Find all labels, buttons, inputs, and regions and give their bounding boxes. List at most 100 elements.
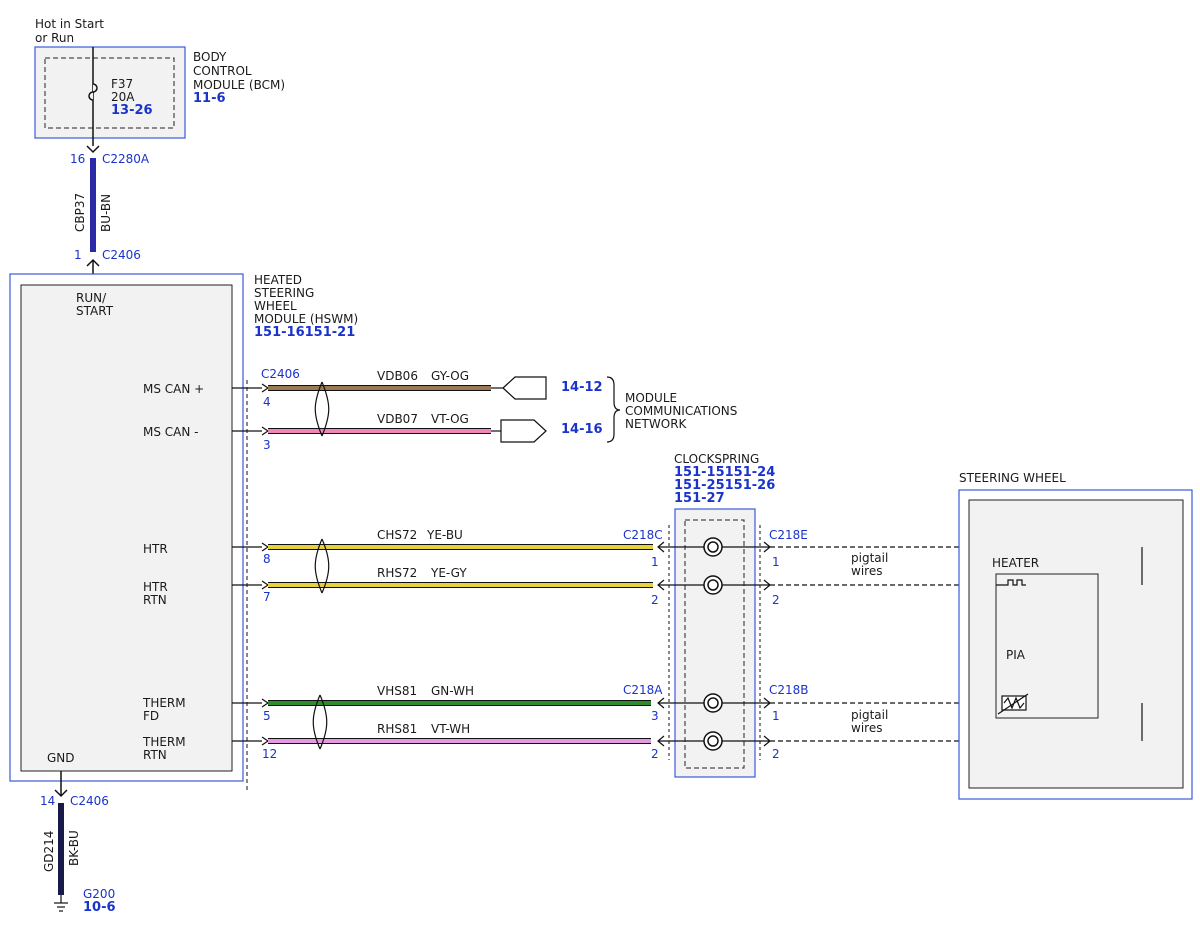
clockspring-coils (703, 537, 723, 751)
circuit-rhs81: RHS81 (377, 722, 417, 736)
therm-rtn-label: THERM (142, 735, 186, 749)
ground-id: G200 (83, 887, 115, 901)
power-source-label-2: or Run (35, 31, 74, 45)
circuit-vdb07: VDB07 (377, 412, 418, 426)
pin-8: 8 (263, 552, 271, 566)
hswm-name-2: STEERING (254, 286, 314, 300)
pin-cs-right-2b: 2 (772, 747, 780, 761)
pin-cs-2b: 2 (651, 747, 659, 761)
clockspring-label: CLOCKSPRING (674, 452, 759, 466)
power-source-label: Hot in Start (35, 17, 104, 31)
connector-c218a: C218A (623, 683, 663, 697)
thermistor-icon (997, 693, 1029, 715)
steering-wheel-label: STEERING WHEEL (959, 471, 1066, 485)
pin-4: 4 (263, 395, 271, 409)
twisted-pair-icon (314, 381, 330, 437)
twisted-pair-icon (314, 538, 330, 594)
therm-fd-label-2: FD (143, 709, 159, 723)
hswm-inner-box (20, 284, 233, 772)
therm-fd-line: THERM FD 5 VHS81 GN-WH C218A 3 C218B 1 (142, 683, 1142, 723)
clockspring-inner-box (684, 519, 745, 769)
pin-cs-right-1: 1 (772, 555, 780, 569)
heater-label: HEATER (992, 556, 1039, 570)
color-bk-bu: BK-BU (67, 830, 81, 866)
pin-cs-right-1b: 1 (772, 709, 780, 723)
network-label-1: MODULE (625, 391, 677, 405)
pin-cs-2: 2 (651, 593, 659, 607)
run-start-label-2: START (76, 304, 114, 318)
circuit-chs72: CHS72 (377, 528, 417, 542)
connector-c2406-gnd: C2406 (70, 794, 109, 808)
hswm-name-1: HEATED (254, 273, 302, 287)
bcm-ref: 11-6 (193, 91, 226, 106)
htr-rtn-label-2: RTN (143, 593, 167, 607)
pin-cs-3: 3 (651, 709, 659, 723)
pin-16: 16 (70, 152, 85, 166)
can-line-plus: MS CAN + 4 VDB06 GY-OG 14-12 (143, 369, 603, 409)
connector-c218b: C218B (769, 683, 809, 697)
page-ref-arrow-icon (502, 376, 547, 400)
pin-12: 12 (262, 747, 277, 761)
pigtail-wires-label-bottom: wires (851, 721, 882, 735)
bcm-name-2: CONTROL (193, 64, 252, 78)
circuit-rhs72: RHS72 (377, 566, 417, 580)
fuse-icon (88, 83, 98, 101)
color-vt-wh: VT-WH (431, 722, 470, 736)
htr-label: HTR (143, 542, 168, 556)
color-vt-og: VT-OG (431, 412, 469, 426)
connector-c2406-top: C2406 (102, 248, 141, 262)
htr-rtn-line: HTR RTN 7 RHS72 YE-GY 2 2 (143, 566, 1142, 607)
circuit-vdb06: VDB06 (377, 369, 418, 383)
connector-c218e: C218E (769, 528, 808, 542)
connector-c2406-can: C2406 (261, 367, 300, 381)
ground-ref: 10-6 (83, 900, 116, 915)
color-ye-gy: YE-GY (430, 566, 467, 580)
clockspring-ref-2: 151-25151-26 (674, 478, 775, 493)
network-brace-icon (606, 376, 621, 443)
therm-rtn-label-2: RTN (143, 748, 167, 762)
connector-c218c: C218C (623, 528, 663, 542)
clockspring-ref-1: 151-15151-24 (674, 465, 775, 480)
pia-box (995, 573, 1099, 719)
pin-cs-1: 1 (651, 555, 659, 569)
ground-icon (54, 895, 68, 912)
circuit-cbp37: CBP37 (73, 193, 87, 232)
htr-line: HTR 8 CHS72 YE-BU C218C 1 C218E 1 (143, 528, 1142, 569)
ms-can-plus-label: MS CAN + (143, 382, 204, 396)
hswm-name-4: MODULE (HSWM) (254, 312, 358, 326)
page-ref-arrow-icon (500, 419, 547, 443)
bcm-name-1: BODY (193, 50, 227, 64)
hswm-ref: 151-16151-21 (254, 325, 355, 340)
color-gn-wh: GN-WH (431, 684, 474, 698)
pin-14: 14 (40, 794, 55, 808)
run-start-label: RUN/ (76, 291, 107, 305)
pin-7: 7 (263, 590, 271, 604)
ref-14-16: 14-16 (561, 422, 603, 437)
pin-5: 5 (263, 709, 271, 723)
therm-rtn-line: THERM RTN 12 RHS81 VT-WH 2 2 (142, 722, 1142, 762)
color-gy-og: GY-OG (431, 369, 469, 383)
pin-3: 3 (263, 438, 271, 452)
can-line-minus: MS CAN - 3 VDB07 VT-OG 14-16 (143, 412, 603, 452)
fuse-rating: 20A (111, 90, 135, 104)
twisted-pair-icon (312, 694, 328, 750)
fuse-ref: 13-26 (111, 103, 153, 118)
pin-cs-right-2: 2 (772, 593, 780, 607)
ms-can-minus-label: MS CAN - (143, 425, 199, 439)
circuit-gd214: GD214 (42, 831, 56, 872)
hswm-name-3: WHEEL (254, 299, 297, 313)
connector-arrow-c2280a (86, 145, 100, 154)
network-label-2: COMMUNICATIONS (625, 404, 737, 418)
color-ye-bu: YE-BU (426, 528, 463, 542)
htr-rtn-label: HTR (143, 580, 168, 594)
circuit-vhs81: VHS81 (377, 684, 417, 698)
fuse-id: F37 (111, 77, 133, 91)
therm-fd-label: THERM (142, 696, 186, 710)
network-label-3: NETWORK (625, 417, 688, 431)
pigtail-wires-label-top: wires (851, 564, 882, 578)
connector-c2280a: C2280A (102, 152, 150, 166)
pia-label: PIA (1006, 648, 1026, 662)
pigtail-label-bottom: pigtail (851, 708, 888, 722)
pigtail-label-top: pigtail (851, 551, 888, 565)
